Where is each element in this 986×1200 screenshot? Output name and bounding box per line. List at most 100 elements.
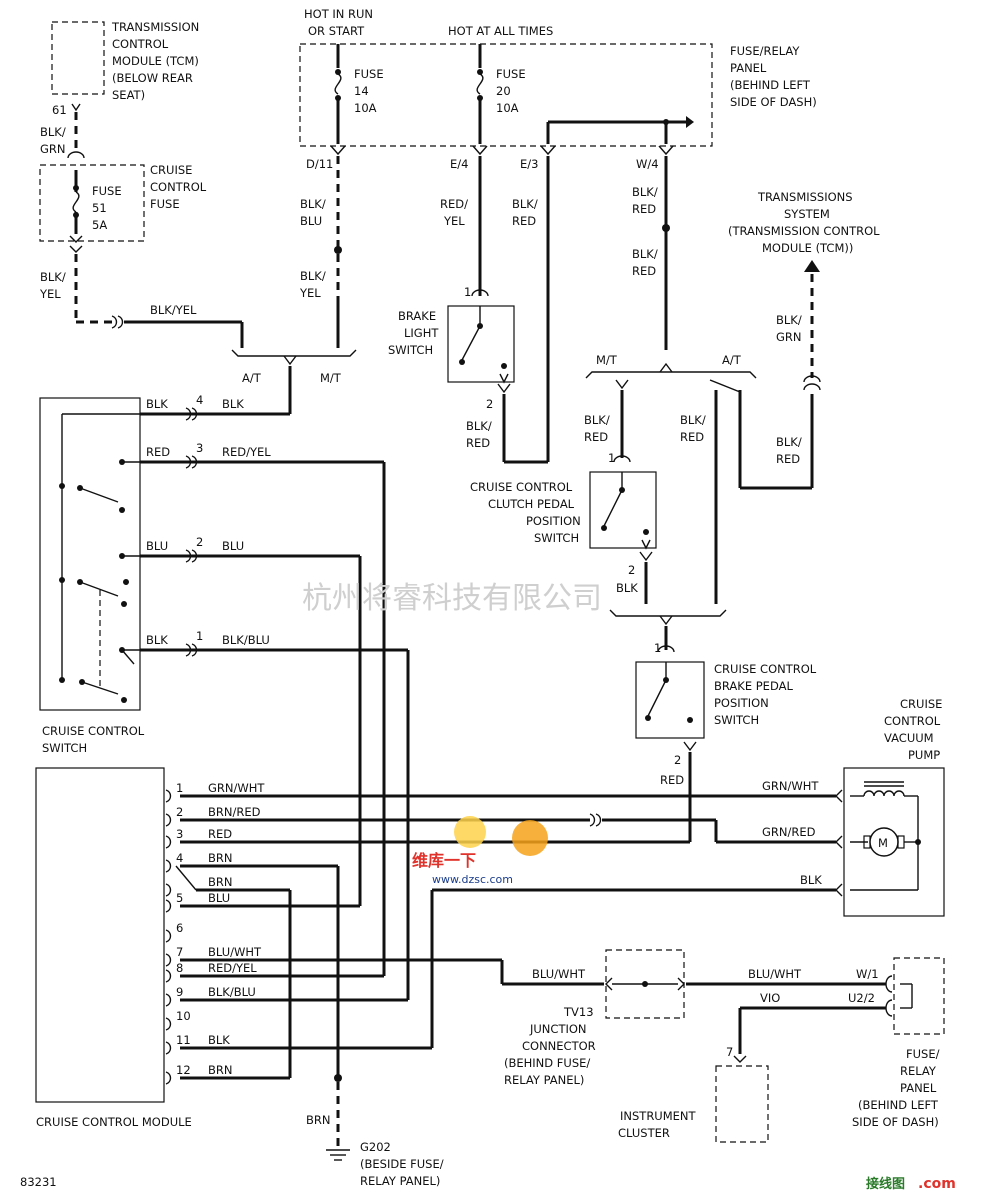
module-pin-connector xyxy=(165,883,172,897)
sw-conn2 xyxy=(185,549,198,563)
module-pin-wire-color: BRN xyxy=(208,851,232,865)
module-pin-wire-color: RED xyxy=(208,827,232,841)
module-pin-connector xyxy=(165,899,172,913)
bp-contact-right xyxy=(687,717,693,723)
label-blk-red-w4a: BLK/ xyxy=(632,185,658,199)
svg-text:FUSE: FUSE xyxy=(92,184,122,198)
label-blk-blu-d11-2: BLU xyxy=(300,214,322,228)
ground-splice xyxy=(334,1074,342,1082)
pump-pin1 xyxy=(835,789,843,803)
module-pin-connector xyxy=(165,835,172,849)
svg-text:INSTRUMENT: INSTRUMENT xyxy=(620,1109,697,1123)
cruise-control-switch-box[interactable] xyxy=(39,397,141,711)
label-sw-blk3: BLK xyxy=(146,633,168,647)
svg-text:SWITCH: SWITCH xyxy=(42,741,87,755)
logo-mascot-icon xyxy=(512,820,548,856)
instrument-cluster-box[interactable] xyxy=(715,1065,769,1143)
label-blk-grn: BLK/ xyxy=(40,125,66,139)
module-pin-wire-color: BRN xyxy=(208,875,232,889)
junction-pin-left xyxy=(605,977,613,991)
mt-at-junction-right xyxy=(659,362,673,373)
svg-text:CLUSTER: CLUSTER xyxy=(618,1126,670,1140)
svg-text:20: 20 xyxy=(496,84,511,98)
module-pin-number: 2 xyxy=(176,805,183,819)
cruise-control-module-box[interactable] xyxy=(35,767,165,1103)
ground-label: G202 (BESIDE FUSE/ RELAY PANEL) xyxy=(360,1140,444,1188)
svg-text:(BEHIND FUSE/: (BEHIND FUSE/ xyxy=(504,1056,590,1070)
svg-text:10A: 10A xyxy=(496,101,519,115)
fuse-relay-panel-bottom[interactable] xyxy=(893,957,945,1035)
logo-url: www.dzsc.com xyxy=(432,873,513,886)
corner-watermark-com: .com xyxy=(918,1176,956,1192)
module-pin-number: 9 xyxy=(176,985,183,999)
clutch-pin1: 1 xyxy=(608,451,615,465)
brake-pedal-pin2: 2 xyxy=(674,753,681,767)
label-blk-yel-d11-2: YEL xyxy=(299,286,321,300)
hot-at-all-times-label: HOT AT ALL TIMES xyxy=(448,24,553,38)
tcm-inline-connector xyxy=(803,375,821,391)
bl-blade xyxy=(461,325,481,361)
label-blk-red-at: BLK/ xyxy=(680,413,706,427)
svg-text:BRAKE: BRAKE xyxy=(398,309,436,323)
label-grn-wht-pump: GRN/WHT xyxy=(762,779,819,793)
sw3-dot-c xyxy=(121,697,127,703)
bl-contact-pivot xyxy=(459,359,465,365)
svg-text:14: 14 xyxy=(354,84,369,98)
tcm-top-box xyxy=(51,21,105,95)
svg-text:RELAY: RELAY xyxy=(900,1064,937,1078)
brake-pedal-pin2-connector xyxy=(683,741,697,752)
bus-arrow xyxy=(686,116,694,128)
svg-text:CONTROL: CONTROL xyxy=(112,37,169,51)
label-sw-red: RED xyxy=(146,445,170,459)
label-vio: VIO xyxy=(760,991,780,1005)
sw3-blade xyxy=(81,681,119,695)
svg-text:PUMP: PUMP xyxy=(908,748,940,762)
bp-contact-pivot xyxy=(645,715,651,721)
brake-light-switch-box[interactable] xyxy=(447,305,515,383)
label-blk-yel-h: BLK/YEL xyxy=(150,303,197,317)
label-blk-red-e3: BLK/ xyxy=(512,197,538,211)
connector-e3-pin xyxy=(540,145,556,156)
brake-pedal-pin1-connector xyxy=(657,645,675,653)
corner-watermark-text: 接线图 xyxy=(866,1176,905,1192)
connector-d11-pin xyxy=(330,145,346,156)
connector-61: 61 xyxy=(52,103,67,117)
module-pin-connector xyxy=(165,953,172,967)
mt-at-bracket-right xyxy=(585,371,757,379)
brake-pedal-switch-box[interactable] xyxy=(635,661,705,739)
junction-label: TV13 JUNCTION CONNECTOR (BEHIND FUSE/ RE… xyxy=(504,1005,596,1087)
bl-arrow xyxy=(499,373,509,384)
label-sw-blk-blu: BLK/BLU xyxy=(222,633,270,647)
instrument-cluster-pin7: 7 xyxy=(726,1045,733,1059)
brake-light-pin2: 2 xyxy=(486,397,493,411)
fuse-relay-top-label: FUSE/RELAY PANEL (BEHIND LEFT SIDE OF DA… xyxy=(730,44,817,109)
module-pin-wire-color: BRN xyxy=(208,1063,232,1077)
label-sw-blu: BLU xyxy=(146,539,168,553)
clutch-merge-bracket xyxy=(609,609,727,617)
label-blk-yel: BLK/ xyxy=(40,270,66,284)
svg-text:RELAY PANEL): RELAY PANEL) xyxy=(360,1174,440,1188)
splice-w4 xyxy=(662,224,670,232)
fuse20-dot-top xyxy=(477,69,483,75)
module-pin-connector xyxy=(165,813,172,827)
fuse14-label: FUSE 14 10A xyxy=(354,67,384,115)
cruise-control-module-label: CRUISE CONTROL MODULE xyxy=(36,1115,192,1129)
connector-e4-pin xyxy=(472,145,488,156)
svg-text:(BEHIND LEFT: (BEHIND LEFT xyxy=(730,78,811,92)
sw1-blade xyxy=(79,487,119,503)
module-pin-connector xyxy=(165,993,172,1007)
vacuum-pump-box[interactable] xyxy=(843,767,945,917)
sw-conn4 xyxy=(185,407,198,421)
svg-text:TV13: TV13 xyxy=(563,1005,594,1019)
fuse51-label: FUSE 51 5A xyxy=(92,184,122,232)
label-red-bp: RED xyxy=(660,773,684,787)
logo-sun-icon xyxy=(454,816,486,848)
label-blk-red-cl: BLK/ xyxy=(584,413,610,427)
fuse-relay-bottom-label: FUSE/ RELAY PANEL (BEHIND LEFT SIDE OF D… xyxy=(852,1047,940,1129)
svg-text:SIDE OF DASH): SIDE OF DASH) xyxy=(852,1115,939,1129)
module-pin-number: 7 xyxy=(176,945,183,959)
label-sw-blu2: BLU xyxy=(222,539,244,553)
clutch-switch-box[interactable] xyxy=(589,471,657,549)
connector-u22: U2/2 xyxy=(848,991,875,1005)
